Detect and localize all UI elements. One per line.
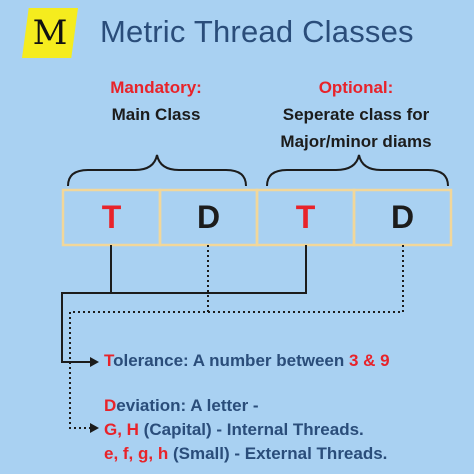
separate-class-line1: Seperate class for [282,105,430,124]
deviation-arrowhead [90,423,99,433]
right-brace [266,154,449,187]
tolerance-range: 3 & 9 [348,351,390,370]
external-letters: e, f, g, h [104,444,169,463]
external-text: (Small) - External Threads. [168,444,388,463]
deviation-initial: D [104,396,117,415]
separate-class-line2: Major/minor diams [280,132,432,151]
class-cell-1: T [101,199,122,235]
tolerance-arrowhead [90,357,99,367]
tolerance-text: olerance: A number between [113,351,349,370]
mandatory-label: Mandatory: [110,78,202,97]
tolerance-initial: T [104,351,114,370]
internal-letters: G, H [104,420,139,439]
left-brace [67,154,247,187]
internal-text: (Capital) - Internal Threads. [138,420,364,439]
class-cell-2: D [196,199,221,235]
logo-badge: M [22,8,78,58]
class-cell-4: D [390,199,415,235]
deviation-connector [69,245,404,429]
main-class-text: Main Class [111,105,201,124]
page-title: Metric Thread Classes [100,14,414,49]
mandatory-header: Mandatory: Main Class [66,74,246,128]
deviation-legend: Deviation: A letter - [104,396,259,416]
tolerance-legend: Tolerance: A number between 3 & 9 [104,351,390,371]
optional-header: Optional: Seperate class for Major/minor… [250,74,462,155]
deviation-text: eviation: A letter - [116,396,259,415]
external-threads-line: e, f, g, h (Small) - External Threads. [104,444,387,464]
logo-letter: M [32,13,68,53]
internal-threads-line: G, H (Capital) - Internal Threads. [104,420,364,440]
tolerance-connector [61,245,307,363]
class-cell-3: T [295,199,316,235]
optional-label: Optional: [318,78,394,97]
